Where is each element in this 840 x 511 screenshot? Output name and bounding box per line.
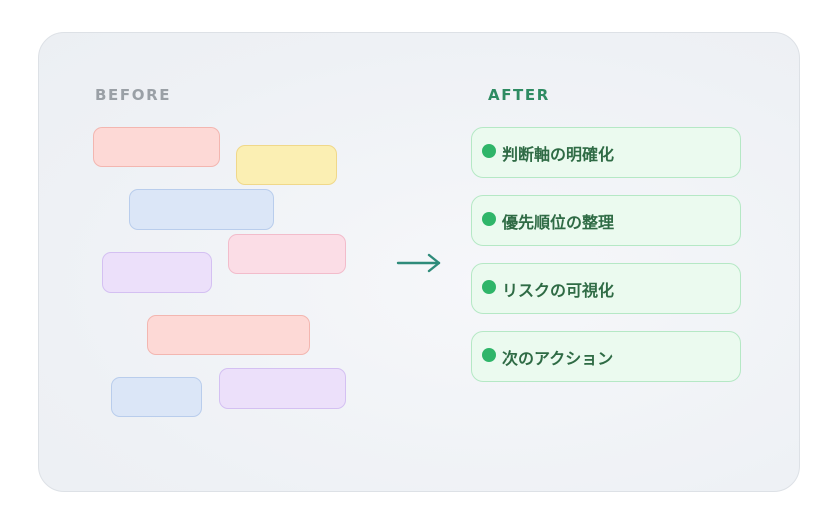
before-block-5 <box>102 252 212 293</box>
after-item-label: 優先順位の整理 <box>502 212 615 232</box>
after-item-label: 次のアクション <box>502 348 614 368</box>
after-item-3: リスクの可視化 <box>471 263 741 314</box>
dot-icon <box>482 347 496 362</box>
after-item-4: 次のアクション <box>471 331 741 382</box>
before-block-6 <box>147 315 310 355</box>
before-block-2 <box>236 145 337 185</box>
after-item-label: 判断軸の明確化 <box>502 144 615 164</box>
after-item-2: 優先順位の整理 <box>471 195 741 246</box>
before-block-3 <box>129 189 274 230</box>
dot-icon <box>482 211 496 226</box>
before-label: BEFORE <box>95 86 172 104</box>
before-block-1 <box>93 127 220 167</box>
arrow-right-icon <box>396 253 441 273</box>
after-label: AFTER <box>488 86 550 104</box>
before-block-7 <box>111 377 202 417</box>
dot-icon <box>482 143 496 158</box>
after-item-1: 判断軸の明確化 <box>471 127 741 178</box>
before-block-4 <box>228 234 346 274</box>
after-item-label: リスクの可視化 <box>502 280 615 300</box>
before-block-8 <box>219 368 346 409</box>
dot-icon <box>482 279 496 294</box>
